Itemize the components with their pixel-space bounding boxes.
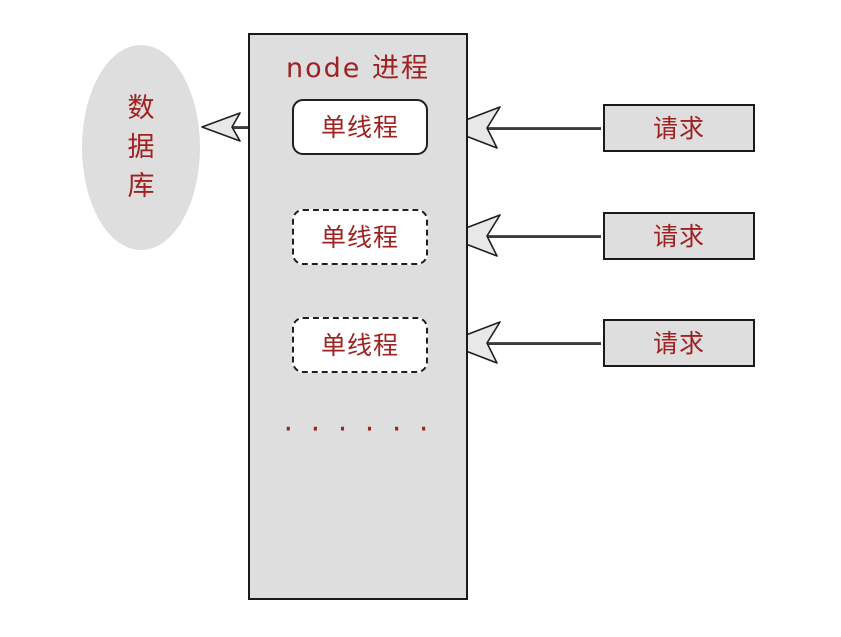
thread-label-1: 单线程 xyxy=(320,112,399,142)
request-label-3: 请求 xyxy=(652,328,705,358)
database-label-line-1: 数 xyxy=(127,92,155,124)
thread-box-3: 单线程 xyxy=(292,317,428,373)
thread-box-1: 单线程 xyxy=(292,99,428,155)
database-shape xyxy=(82,45,200,250)
request-box-3: 请求 xyxy=(603,319,755,367)
thread-ellipsis: · · · · · · xyxy=(283,412,433,447)
request-box-1: 请求 xyxy=(603,104,755,152)
request-label-1: 请求 xyxy=(652,113,705,143)
arrow-request-3-to-thread-3 xyxy=(444,321,601,364)
thread-label-2: 单线程 xyxy=(320,222,399,252)
thread-box-2: 单线程 xyxy=(292,209,428,265)
request-box-2: 请求 xyxy=(603,212,755,260)
database-label-line-3: 库 xyxy=(127,171,155,203)
thread-label-3: 单线程 xyxy=(320,330,399,360)
arrow-request-1-to-thread-1 xyxy=(444,106,601,149)
request-label-2: 请求 xyxy=(652,221,705,251)
arrow-request-2-to-thread-2 xyxy=(444,214,601,257)
database-label-line-2: 据 xyxy=(127,131,155,163)
node-process-title: node 进程 xyxy=(286,53,430,84)
database-label: 数 据 库 xyxy=(82,45,200,250)
